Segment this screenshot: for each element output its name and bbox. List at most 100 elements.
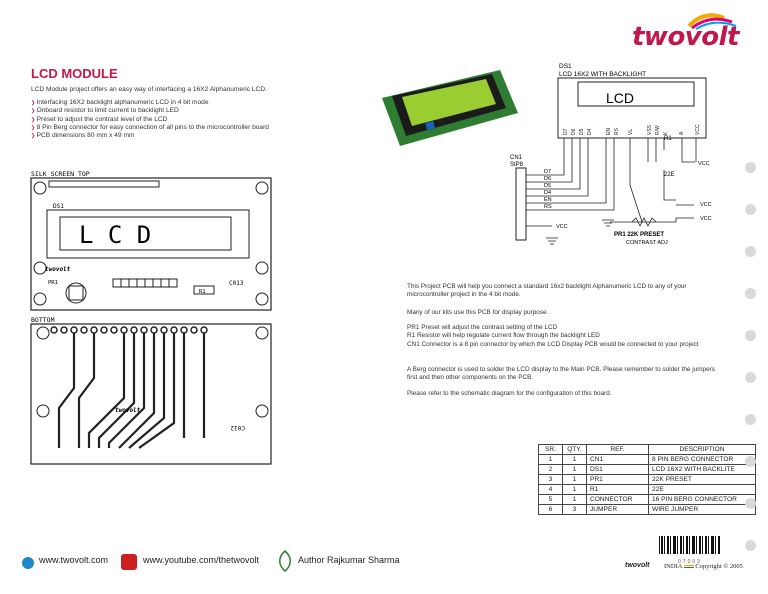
schem-pin: D6 (571, 128, 577, 135)
schem-vcc-top: VCC (698, 161, 710, 167)
table-cell: 4 (538, 484, 563, 495)
table-cell: 3 (562, 504, 587, 515)
decorative-dot (745, 372, 756, 383)
schem-pin: VL (628, 129, 634, 135)
schem-pin: A (679, 131, 685, 135)
footer-brand: twovolt (625, 562, 650, 569)
schem-pin: EN (606, 128, 612, 135)
decorative-dot (745, 330, 756, 341)
footer-youtube[interactable]: www.youtube.com/thetwovolt (143, 555, 260, 565)
intro-text: LCD Module project offers an easy way of… (31, 86, 267, 93)
table-cell: 6 (538, 504, 563, 515)
pcb-pr1-label: PR1 (48, 280, 58, 286)
schem-cn1-signal: D4 (544, 190, 551, 196)
schem-pin: D5 (579, 128, 585, 135)
table-cell: 22K PRESET (648, 474, 756, 485)
table-cell: CN1 (586, 454, 649, 465)
schem-vcc-low: VCC (700, 216, 712, 222)
table-cell: 1 (562, 474, 587, 485)
india-flag-icon (683, 565, 694, 568)
feature-item: Onboard resistor to limit current to bac… (31, 107, 269, 115)
schem-cn1-type: SIP8 (510, 162, 524, 168)
schem-vcc-mid: VCC (700, 202, 712, 208)
schematic-diagram: DS1 LCD 16X2 WITH BACKLIGHT LCD D7 D6 D5… (510, 63, 712, 246)
table-cell: 2 (538, 464, 563, 475)
schem-cn1-signal: D5 (544, 183, 551, 189)
description-para: This Project PCB will help you connect a… (407, 283, 687, 299)
barcode-bars-icon (659, 536, 720, 554)
schem-ds1-title: DS1 (559, 63, 572, 70)
schem-pin: RS (614, 127, 620, 135)
globe-icon (22, 557, 34, 569)
silk-label: SILK SCREEN TOP (31, 170, 90, 178)
barcode: 07003 (659, 536, 721, 565)
schem-cn1-signal: EN (544, 197, 552, 203)
table-cell: WIRE JUMPER (648, 504, 756, 515)
table-header: DESCRIPTION (648, 444, 756, 455)
table-cell: 16 PIN BERG CONNECTOR (648, 494, 756, 505)
schem-cn1-label: CN1 (510, 155, 523, 161)
schem-pin: D7 (563, 128, 569, 135)
feature-list: Interfacing 16X2 backlight alphanumeric … (31, 99, 269, 140)
decorative-dot (745, 288, 756, 299)
decorative-dot (745, 414, 756, 425)
table-cell: 1 (562, 494, 587, 505)
schem-cn1-signal: D7 (544, 169, 551, 175)
leaf-icon (279, 550, 291, 572)
table-cell: CONNECTOR (586, 494, 649, 505)
description-para: Please refer to the schematic diagram fo… (407, 390, 612, 397)
table-cell: 1 (538, 454, 563, 465)
table-cell: 1 (562, 454, 587, 465)
page-title: LCD MODULE (31, 66, 118, 81)
footer-website[interactable]: www.twovolt.com (39, 555, 109, 565)
schem-pr1-label: PR1 22K PRESET (614, 232, 664, 238)
schem-pin: D4 (587, 128, 593, 135)
schem-r1-label: R1 (664, 136, 672, 142)
brand-name: twovolt (632, 22, 739, 52)
table-cell: R1 (586, 484, 649, 495)
schem-contrast-label: CONTRAST ADJ (626, 240, 668, 246)
table-cell: 1 (562, 464, 587, 475)
pcb-bottom-label: BOTTOM (31, 316, 55, 324)
brand-logo: twovolt (632, 8, 752, 52)
schem-cn1-signal: RS (544, 204, 552, 210)
schem-r1-value: 22E (664, 172, 675, 178)
footer-author: Author Rajkumar Sharma (298, 555, 400, 565)
footer-year: 2005 (729, 563, 743, 570)
decorative-dot (745, 540, 756, 551)
table-header: REF. (586, 444, 649, 455)
schem-pin: VSS (647, 124, 653, 135)
schem-pin: VCC (695, 124, 701, 135)
schem-ds1-subtitle: LCD 16X2 WITH BACKLIGHT (559, 71, 646, 78)
schem-vcc-cn1: VCC (556, 224, 568, 230)
description-para: Many of our kits use this PCB for displa… (407, 309, 549, 316)
youtube-icon (121, 554, 137, 570)
schem-pin: K (663, 131, 669, 135)
table-header: QTY. (562, 444, 587, 455)
table-cell: 3 (538, 474, 563, 485)
decorative-dot (745, 204, 756, 215)
pcb-silkscreen-drawing: SILK SCREEN TOP DS1 L C D twovolt PR1 R1… (30, 170, 272, 465)
decorative-dot (745, 498, 756, 509)
pcb-r1-label: R1 (199, 289, 206, 295)
description-para: PR1 Preset will adjust the contrast sett… (407, 324, 699, 348)
barcode-number: 07003 (678, 559, 702, 565)
table-header: SR. (538, 444, 563, 455)
table-cell: JUMPER (586, 504, 649, 515)
pcb-bottom-brand: twovolt (115, 407, 141, 414)
pcb-lcd-text: L C D (79, 221, 151, 249)
lcd-module-photo (382, 70, 518, 146)
table-cell: 8 PIN BERG CONNECTOR (648, 454, 756, 465)
table-cell: 1 (562, 484, 587, 495)
pcb-brand: twovolt (45, 266, 71, 273)
description-para: A Berg connector is used to solder the L… (407, 366, 715, 382)
schem-lcd-text: LCD (606, 90, 634, 106)
table-cell: 5 (538, 494, 563, 505)
schem-cn1-signal: D6 (544, 176, 551, 182)
table-header-row: SR. QTY. REF. DESCRIPTION (538, 444, 756, 455)
feature-item: Interfacing 16X2 backlight alphanumeric … (31, 99, 269, 107)
